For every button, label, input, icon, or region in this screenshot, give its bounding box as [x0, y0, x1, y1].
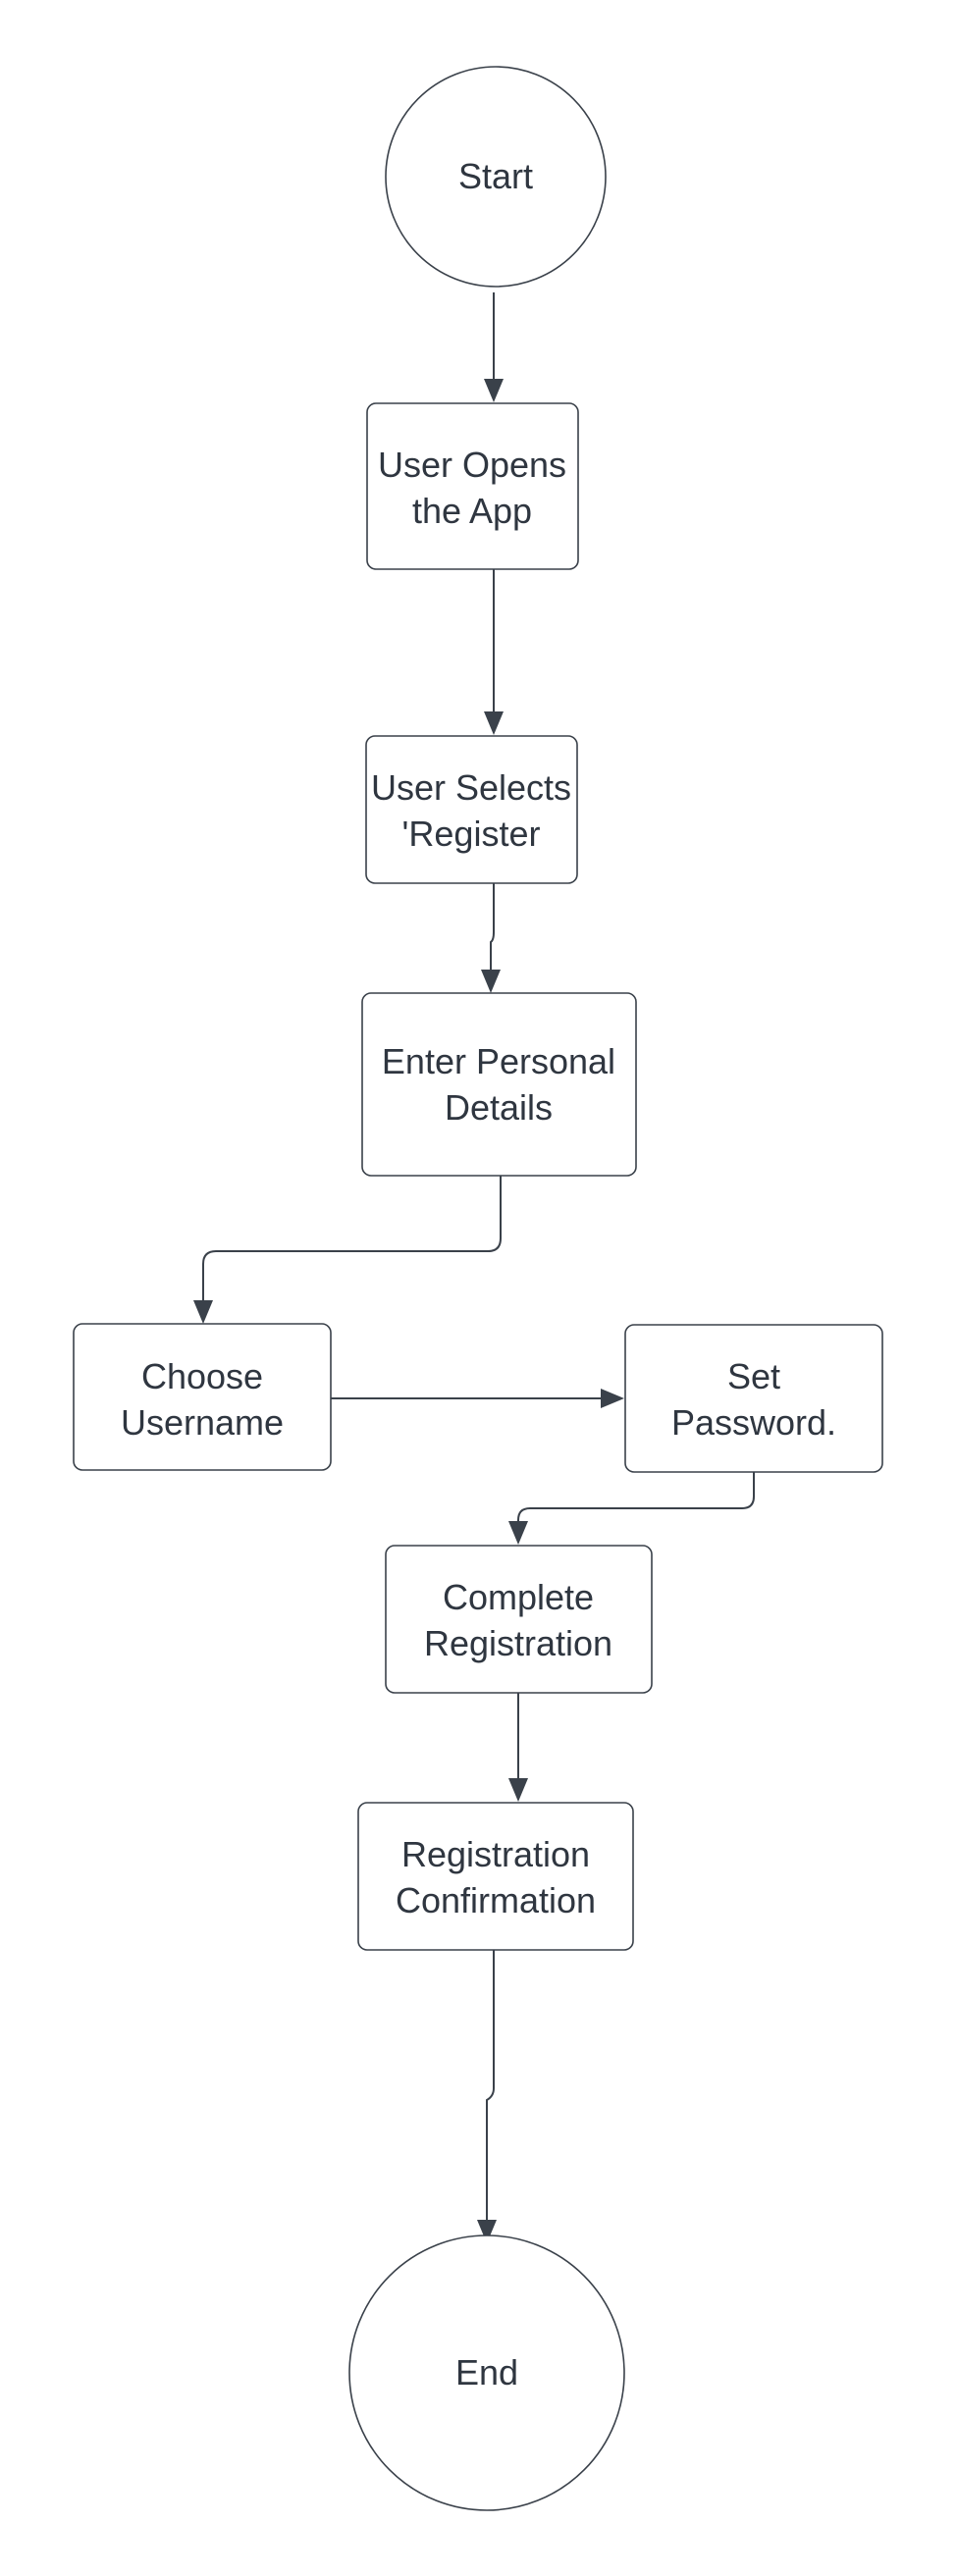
edge-confirmation-to-end [486, 1950, 495, 2220]
node-set-password: Set Password. [624, 1324, 883, 1473]
set-password-label-line-2: Password. [671, 1402, 836, 1443]
arrowhead [193, 1300, 213, 1324]
arrowhead [601, 1389, 624, 1408]
arrowhead [508, 1778, 528, 1802]
node-end: End [348, 2234, 625, 2511]
personal-details-label-line-1: Enter Personal [382, 1041, 615, 1081]
end-label: End [455, 2352, 518, 2392]
node-choose-username: Choose Username [73, 1323, 332, 1471]
start-terminal [385, 66, 607, 288]
select-register-box [365, 735, 578, 884]
node-start: Start [385, 66, 607, 288]
node-registration-confirmation: Registration Confirmation [357, 1802, 634, 1951]
registration-confirmation-label-line-2: Confirmation [396, 1880, 596, 1920]
node-open-app: User Opens the App [366, 402, 579, 570]
arrowhead [477, 2220, 497, 2243]
arrowhead [481, 970, 501, 993]
node-personal-details: Enter Personal Details [361, 992, 637, 1177]
personal-details-box [361, 992, 637, 1177]
edge-select-register-to-personal-details [490, 883, 495, 970]
personal-details-label-line-2: Details [445, 1087, 553, 1128]
complete-registration-label-line-1: Complete [443, 1577, 594, 1617]
complete-registration-box [385, 1545, 653, 1694]
end-terminal [348, 2234, 625, 2511]
select-register-label-line-1: User Selects [371, 767, 571, 808]
open-app-label-line-2: the App [412, 491, 532, 531]
open-app-box [366, 402, 579, 570]
set-password-box [624, 1324, 883, 1473]
edge-personal-details-to-username [202, 1176, 502, 1300]
node-complete-registration: Complete Registration [385, 1545, 653, 1694]
set-password-label-line-1: Set [727, 1356, 780, 1396]
arrowhead [484, 711, 504, 735]
edge-password-to-complete [517, 1472, 755, 1521]
connectors [193, 292, 755, 2243]
registration-confirmation-box [357, 1802, 634, 1951]
registration-confirmation-label-line-1: Registration [401, 1834, 590, 1874]
complete-registration-label-line-2: Registration [424, 1623, 612, 1663]
choose-username-label-line-1: Choose [141, 1356, 263, 1396]
arrowhead [508, 1521, 528, 1545]
choose-username-box [73, 1323, 332, 1471]
select-register-label-line-2: 'Register [402, 814, 541, 854]
start-label: Start [458, 156, 533, 196]
arrowhead [484, 379, 504, 402]
node-select-register: User Selects 'Register [365, 735, 578, 884]
choose-username-label-line-2: Username [121, 1402, 284, 1443]
open-app-label-line-1: User Opens [378, 445, 566, 485]
